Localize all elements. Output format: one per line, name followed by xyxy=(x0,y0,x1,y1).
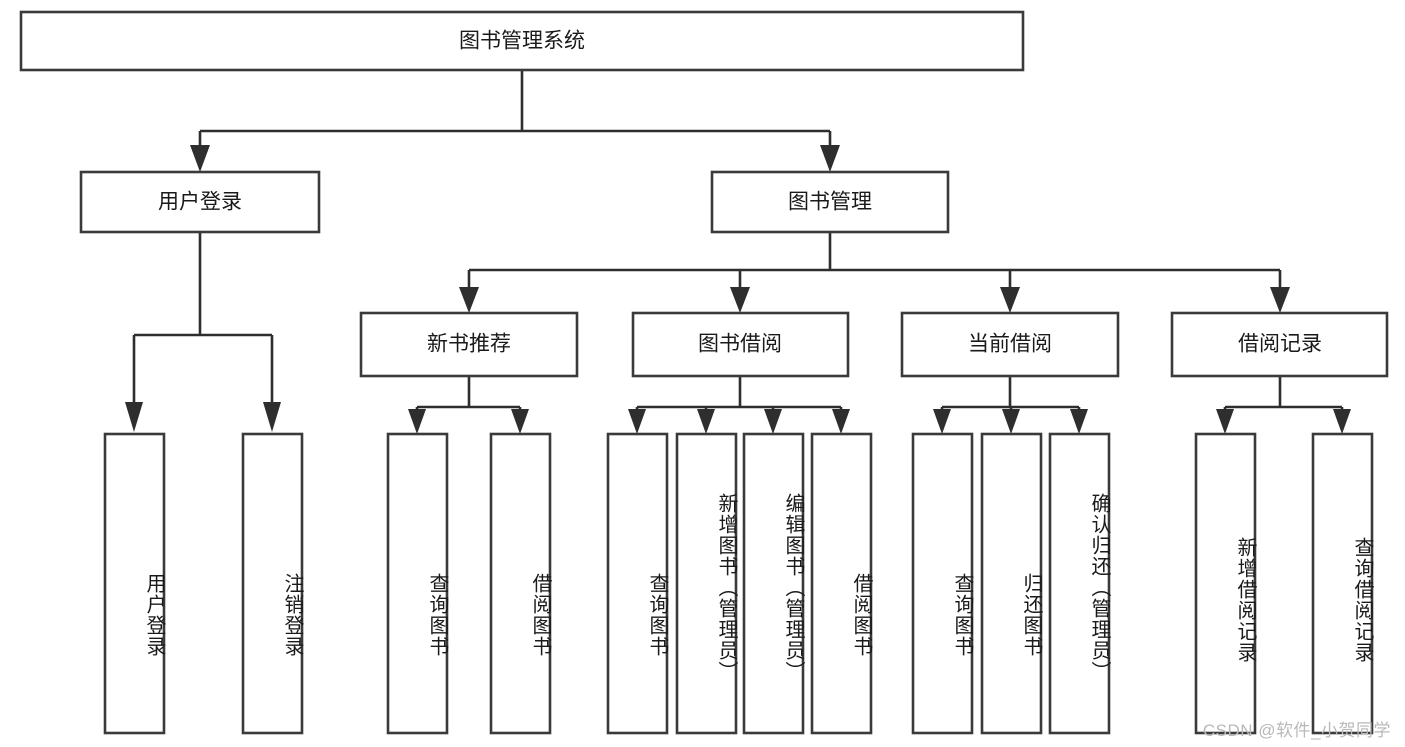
arrow-head-icon xyxy=(820,145,840,172)
arrow-head-icon xyxy=(1002,409,1020,434)
arrow-head-icon xyxy=(1216,409,1234,434)
node-leaf-query-book-borrow[interactable] xyxy=(606,432,669,735)
node-leaf-edit-book-admin[interactable] xyxy=(742,432,805,735)
node-borrow-record[interactable] xyxy=(1170,311,1389,378)
node-new-book-recommend[interactable] xyxy=(359,311,579,378)
node-book-manage-label: 图书管理 xyxy=(788,191,872,214)
node-leaf-query-book-current[interactable] xyxy=(911,432,974,735)
node-current-borrow[interactable] xyxy=(900,311,1120,378)
arrow-head-icon xyxy=(125,402,143,432)
arrow-head-icon xyxy=(933,409,951,434)
arrow-head-icon xyxy=(1000,287,1020,313)
node-book-borrow-label: 图书借阅 xyxy=(698,333,782,356)
arrow-head-icon xyxy=(764,409,782,434)
node-root-label: 图书管理系统 xyxy=(459,30,585,53)
arrow-head-icon xyxy=(832,409,850,434)
arrow-head-icon xyxy=(730,287,750,313)
node-leaf-add-borrow-record[interactable] xyxy=(1194,432,1257,735)
watermark-label: CSDN @软件_小贺同学 xyxy=(1202,721,1391,740)
node-new-book-recommend-label: 新书推荐 xyxy=(427,333,511,356)
arrow-head-icon xyxy=(628,409,646,434)
node-leaf-logout[interactable] xyxy=(241,432,304,735)
node-layer: 图书管理系统 用户登录 图书管理 新书推荐 图书借阅 当前借阅 借阅记录 xyxy=(19,10,1389,735)
node-root[interactable] xyxy=(19,10,1025,72)
arrow-head-icon xyxy=(1070,409,1088,434)
node-leaf-confirm-return-admin[interactable] xyxy=(1048,432,1111,735)
arrow-head-icon xyxy=(1333,409,1351,434)
node-leaf-user-login[interactable] xyxy=(103,432,166,735)
node-current-borrow-label: 当前借阅 xyxy=(968,333,1052,356)
node-book-borrow[interactable] xyxy=(631,311,850,378)
arrow-head-icon xyxy=(511,409,529,434)
node-user-login-label: 用户登录 xyxy=(158,191,242,214)
arrow-head-icon xyxy=(408,409,426,434)
node-borrow-record-label: 借阅记录 xyxy=(1238,333,1322,356)
arrow-head-icon xyxy=(263,402,281,432)
node-leaf-borrow-book-recommend[interactable] xyxy=(489,432,552,735)
node-leaf-query-borrow-record[interactable] xyxy=(1311,432,1374,735)
node-leaf-add-book-admin[interactable] xyxy=(675,432,738,735)
node-leaf-borrow-book[interactable] xyxy=(810,432,873,735)
arrow-head-icon xyxy=(1270,287,1290,313)
node-user-login[interactable] xyxy=(79,170,321,234)
arrow-head-icon xyxy=(697,409,715,434)
node-leaf-return-book[interactable] xyxy=(980,432,1043,735)
arrow-head-icon xyxy=(190,145,210,172)
connector-layer xyxy=(125,70,1351,434)
node-leaf-query-book-recommend[interactable] xyxy=(386,432,449,735)
arrow-head-icon xyxy=(459,287,479,313)
node-book-manage[interactable] xyxy=(710,170,950,234)
